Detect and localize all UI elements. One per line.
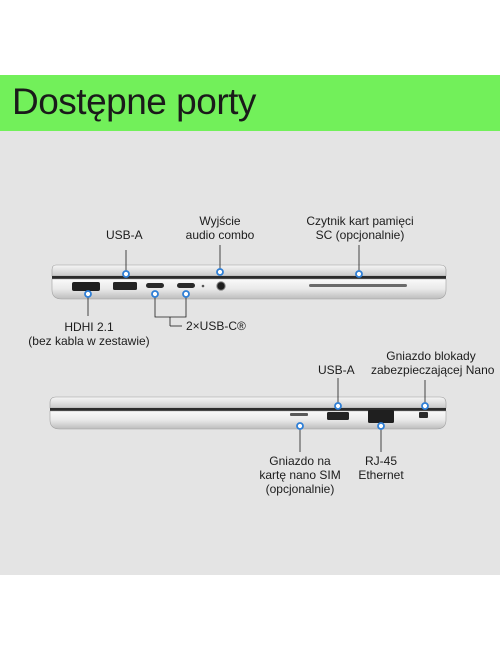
rj45-port — [368, 410, 394, 423]
label-card-line2: SC (opcjonalnie) — [315, 228, 405, 242]
label-hdmi-line2: (bez kabla w zestawie) — [28, 334, 150, 348]
usb-c-port-1 — [146, 283, 164, 288]
label-lock-line2: zabezpieczającej Nano — [371, 363, 495, 377]
label-sim-line1: Gniazdo na — [269, 454, 331, 468]
label-audio-line1: Wyjście — [199, 214, 241, 228]
label-nano-sim: Gniazdo na kartę nano SIM (opcjonalnie) — [250, 454, 350, 496]
usb-a-port-right — [327, 412, 349, 420]
label-hdmi-line1: HDHI 2.1 — [64, 320, 114, 334]
top-callout-dots — [84, 268, 363, 298]
laptop-right-side — [49, 396, 447, 430]
label-hdmi: HDHI 2.1 (bez kabla w zestawie) — [24, 320, 154, 348]
label-usb-a-bottom: USB-A — [318, 363, 355, 377]
background-panel — [0, 75, 500, 575]
page-title: Dostępne porty — [12, 81, 256, 122]
nano-lock-slot — [419, 412, 428, 418]
bottom-callout-dots — [296, 402, 429, 430]
title-banner — [0, 75, 500, 131]
label-sim-line2: kartę nano SIM — [259, 468, 341, 482]
label-audio-line2: audio combo — [185, 228, 255, 242]
label-card-line1: Czytnik kart pamięci — [306, 214, 414, 228]
label-nano-lock: Gniazdo blokady zabezpieczającej Nano — [371, 349, 495, 377]
label-audio-combo: Wyjście audio combo — [180, 214, 260, 242]
usb-c-port-2 — [177, 283, 195, 288]
audio-jack — [216, 281, 226, 291]
bottom-callout-lines — [299, 378, 426, 452]
led-indicator — [201, 284, 205, 288]
usb-a-port — [113, 282, 137, 290]
sim-slot — [290, 413, 308, 416]
label-rj45: RJ-45 Ethernet — [351, 454, 411, 482]
label-card-reader: Czytnik kart pamięci SC (opcjonalnie) — [300, 214, 420, 242]
label-usb-a-top: USB-A — [106, 228, 143, 242]
label-usb-c: 2×USB-C® — [186, 319, 246, 333]
label-lock-line1: Gniazdo blokady — [386, 349, 476, 363]
hdmi-port — [72, 282, 100, 291]
label-rj45-line1: RJ-45 — [364, 454, 397, 468]
card-reader-slot — [309, 284, 407, 287]
label-sim-line3: (opcjonalnie) — [265, 482, 335, 496]
top-callout-lines — [87, 245, 360, 327]
laptop-left-side — [51, 264, 447, 300]
label-rj45-line2: Ethernet — [358, 468, 404, 482]
